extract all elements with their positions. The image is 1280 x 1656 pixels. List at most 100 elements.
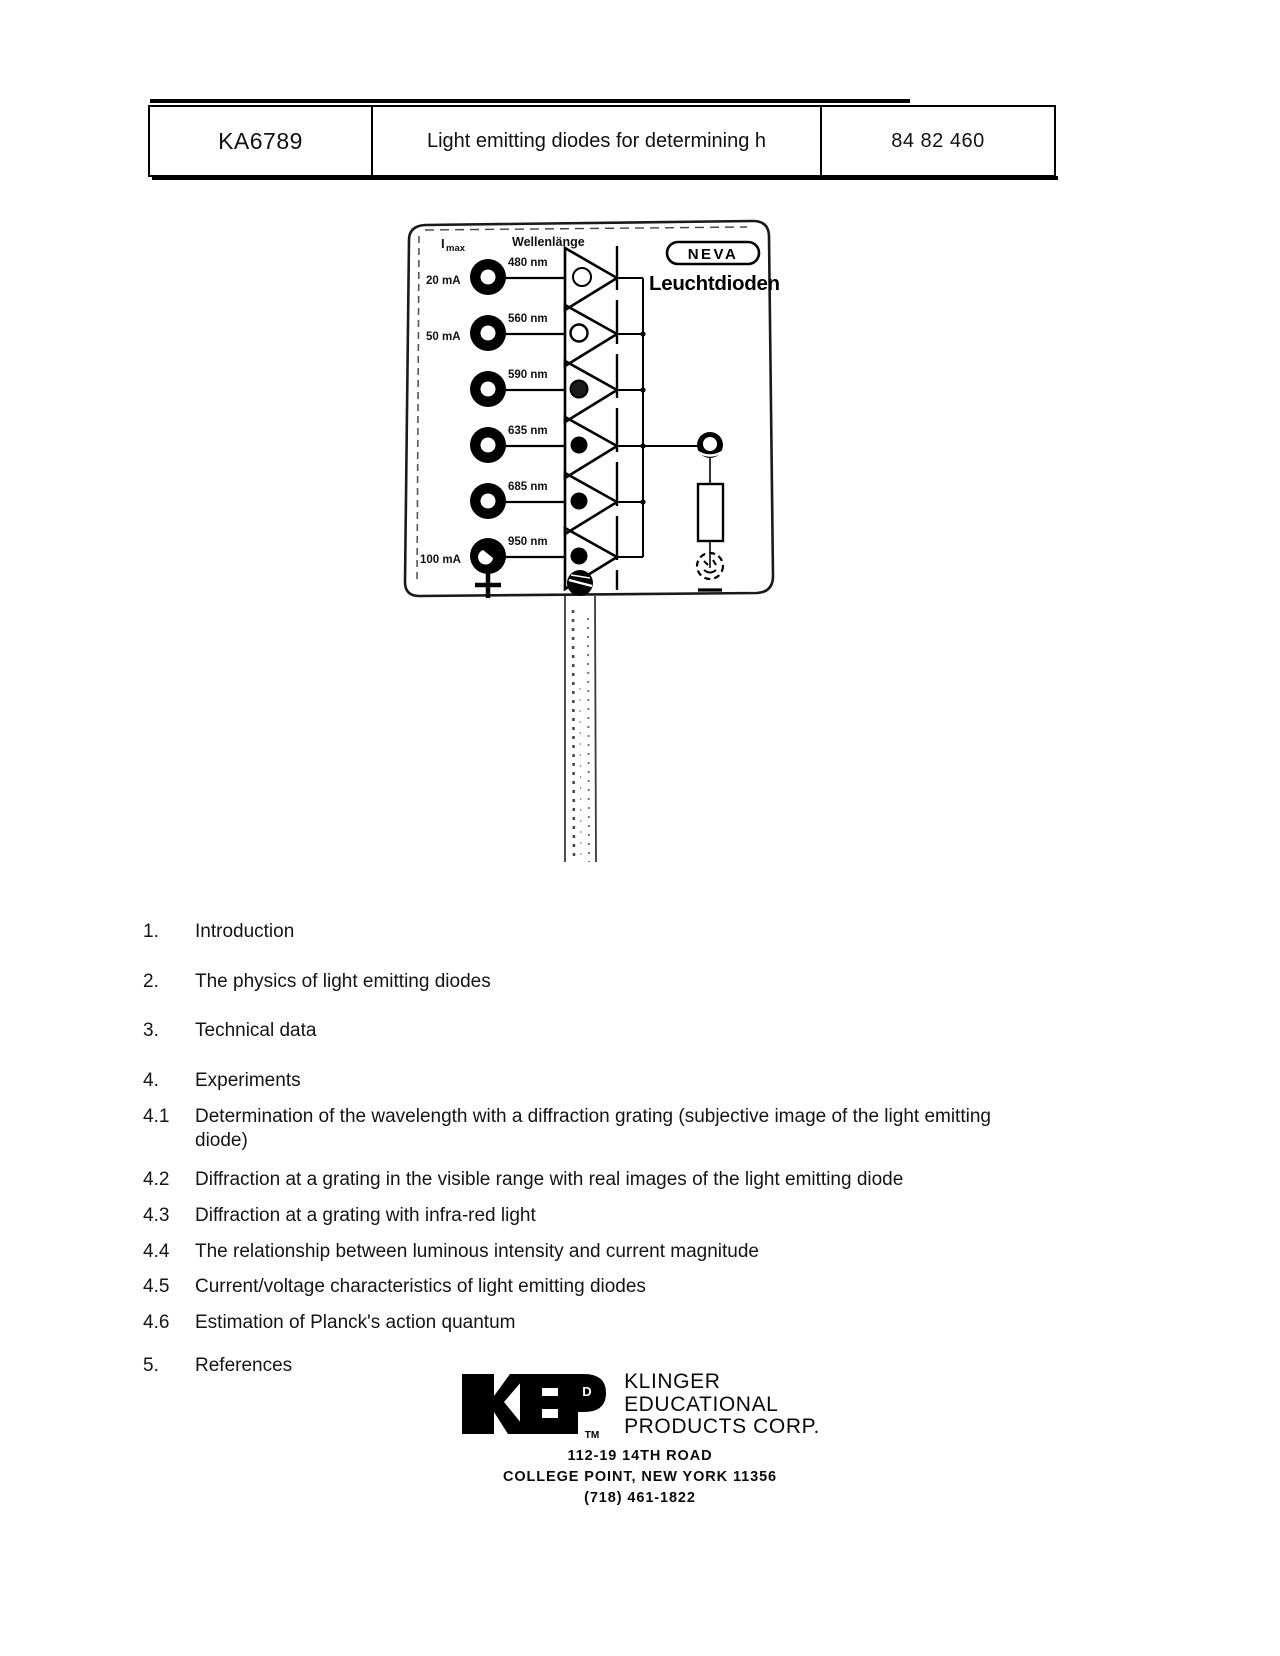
imax-label: I (441, 236, 445, 251)
kep-logo-tm-glyph: TM (585, 1430, 599, 1440)
led-row-950: 100 mA 950 nm (420, 525, 643, 592)
logo-row: D TM KLINGER EDUCATIONAL PRODUCTS CORP. (460, 1368, 820, 1440)
toc-number: 3. (143, 1020, 159, 1042)
toc-label: Diffraction at a grating with infra-red … (195, 1204, 536, 1226)
toc-label: Experiments (195, 1070, 301, 1092)
device-figure: I max Wellenlänge 20 mA 480 nm 50 mA 560… (395, 218, 795, 868)
table-of-contents: 1. Introduction 2. The physics of light … (143, 920, 1043, 1389)
toc-item-4[interactable]: 4. Experiments (143, 1069, 1043, 1094)
led-symbol-635 (563, 414, 620, 481)
toc-item-4-3[interactable]: 4.3 Diffraction at a grating with infra-… (143, 1204, 1043, 1229)
led-dot-560 (569, 323, 589, 343)
toc-label: References (195, 1354, 293, 1376)
wavelength-label-950: 950 nm (508, 536, 548, 548)
led-dot-635 (570, 436, 588, 454)
led-symbol-950 (563, 525, 620, 592)
socket-hole-950 (478, 550, 493, 565)
led-row-590: 590 nm (470, 358, 646, 425)
product-name-text: Leuchtdioden (649, 272, 780, 295)
stand-texture-b (587, 617, 590, 863)
led-row-635: 635 nm (470, 414, 700, 481)
toc-label: Introduction (195, 921, 295, 942)
toc-item-4-6[interactable]: 4.6 Estimation of Planck's action quantu… (143, 1311, 1043, 1336)
toc-item-4-1[interactable]: 4.1 Determination of the wavelength with… (143, 1105, 1043, 1154)
minus-socket-arc (703, 569, 717, 574)
current-label-560: 50 mA (426, 331, 461, 343)
device-illustration: I max Wellenlänge 20 mA 480 nm 50 mA 560… (403, 219, 780, 863)
wellenlaenge-label: Wellenlänge (512, 235, 585, 249)
kep-logo-mark: D TM (460, 1368, 610, 1440)
led-symbol-480 (563, 245, 620, 313)
led-symbol-590 (563, 358, 620, 425)
neva-brand-text: NEVA (688, 246, 739, 263)
toc-label: Current/voltage characteristics of light… (195, 1276, 646, 1298)
current-label-950: 100 mA (420, 554, 461, 566)
right-circuit (695, 432, 725, 592)
toc-item-3[interactable]: 3. Technical data (143, 1019, 1043, 1044)
toc-number: 4.4 (143, 1240, 170, 1262)
toc-label: The physics of light emitting diodes (195, 970, 491, 992)
kep-logo-icon: D TM (462, 1374, 607, 1440)
toc-number: 4.2 (143, 1169, 170, 1191)
bottom-connector[interactable] (567, 570, 593, 596)
minus-socket[interactable] (695, 551, 725, 581)
panel-inner-edge (416, 235, 420, 583)
toc-number: 4.1 (143, 1105, 170, 1127)
toc-number: 5. (143, 1354, 159, 1376)
device-stand (564, 595, 597, 863)
company-name-block: KLINGER EDUCATIONAL PRODUCTS CORP. (624, 1369, 820, 1438)
company-line-2: EDUCATIONAL (624, 1392, 779, 1416)
socket-hole-480 (480, 269, 496, 285)
led-row-685: 685 nm (470, 470, 646, 537)
led-symbol-560 (563, 302, 620, 369)
socket-hole-590 (480, 381, 496, 397)
wavelength-label-685: 685 nm (508, 481, 548, 493)
toc-item-4-5[interactable]: 4.5 Current/voltage characteristics of l… (143, 1275, 1043, 1300)
header-cell-title: Light emitting diodes for determining h (373, 107, 822, 175)
bulb-highlight (697, 450, 723, 457)
socket-hole-685 (480, 493, 496, 509)
bulb-inner (703, 437, 717, 451)
stand-texture-a (571, 609, 576, 863)
toc-number: 4.5 (143, 1276, 170, 1298)
stand-texture-c (579, 687, 582, 863)
toc-label: Determination of the wavelength with a d… (195, 1105, 991, 1152)
header-cell-code: KA6789 (150, 107, 373, 175)
toc-item-1[interactable]: 1. Introduction (143, 920, 1043, 945)
toc-number: 4.3 (143, 1204, 170, 1226)
imax-subscript: max (446, 243, 466, 254)
address-city: COLLEGE POINT, NEW YORK 11356 (502, 1469, 777, 1486)
kep-logo-d-glyph: D (582, 1384, 591, 1399)
led-row-560: 50 mA 560 nm (426, 302, 646, 369)
company-line-1: KLINGER (624, 1370, 721, 1394)
header-cell-number: 84 82 460 (822, 107, 1054, 175)
toc-item-4-2[interactable]: 4.2 Diffraction at a grating in the visi… (143, 1168, 1043, 1193)
toc-item-5[interactable]: 5. References (143, 1354, 1043, 1379)
led-dot-590 (569, 379, 589, 399)
led-row-480: 20 mA 480 nm (426, 245, 643, 313)
toc-label: Technical data (195, 1020, 317, 1042)
footer: D TM KLINGER EDUCATIONAL PRODUCTS CORP. … (0, 1368, 1280, 1509)
socket-hole-560 (480, 325, 496, 341)
wavelength-label-480: 480 nm (508, 257, 548, 269)
header-table: KA6789 Light emitting diodes for determi… (148, 99, 1058, 180)
toc-item-2[interactable]: 2. The physics of light emitting diodes (143, 970, 1043, 995)
stand-right-edge (594, 595, 597, 863)
led-symbol-685 (563, 470, 620, 537)
toc-label: Estimation of Planck's action quantum (195, 1311, 516, 1333)
neva-plate (665, 240, 761, 266)
minus-socket-mark (703, 559, 717, 566)
toc-label: The relationship between luminous intens… (195, 1240, 759, 1262)
company-address-block: 112-19 14TH ROAD COLLEGE POINT, NEW YORK… (503, 1446, 777, 1509)
panel-top-edge (424, 226, 748, 231)
toc-number: 4. (143, 1070, 159, 1092)
wavelength-label-635: 635 nm (508, 425, 548, 437)
toc-item-4-4[interactable]: 4.4 The relationship between luminous in… (143, 1240, 1043, 1265)
toc-label: Diffraction at a grating in the visible … (195, 1169, 904, 1191)
neva-logo: NEVA (665, 240, 761, 266)
toc-number: 2. (143, 970, 159, 992)
led-dot-480 (572, 267, 592, 287)
toc-number: 4.6 (143, 1311, 170, 1333)
led-dot-685 (570, 492, 588, 510)
address-street: 112-19 14TH ROAD (567, 1448, 713, 1464)
